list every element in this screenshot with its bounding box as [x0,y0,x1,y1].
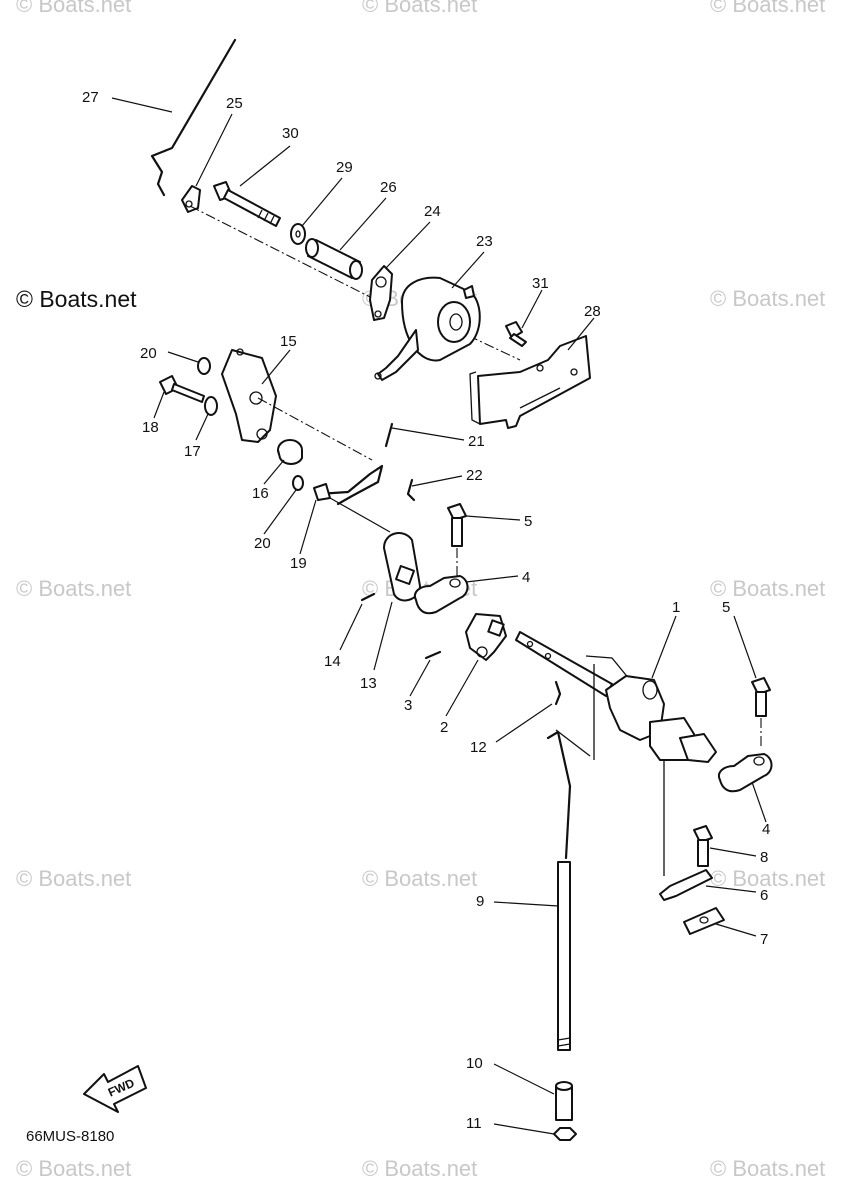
callout-15: 15 [280,333,297,350]
callout-8: 8 [760,849,768,866]
part-19-crank [313,464,384,506]
part-8-bolt [693,825,713,867]
watermark: © Boats.net [362,0,478,17]
callout-20: 20 [140,345,157,362]
part-14-pin [360,592,376,602]
part-21-pin [384,422,394,448]
callout-22: 22 [466,467,483,484]
part-18-bolt [159,375,205,403]
watermark: © Boats.net [16,0,132,17]
callout-29: 29 [336,159,353,176]
assembly-axis-line [257,397,373,461]
part-26-collar [305,238,363,280]
assembly-axis-line [555,729,591,757]
callout-20: 20 [254,535,271,552]
callout-31: 31 [532,275,549,292]
watermark: © Boats.net [16,1156,132,1181]
watermark: © Boats.net [362,1156,478,1181]
callout-21: 21 [468,433,485,450]
callout-30: 30 [282,125,299,142]
part-6-plate [659,869,713,901]
callout-23: 23 [476,233,493,250]
part-24-lever [369,265,393,321]
part-10-sleeve [555,1081,573,1121]
assembly-axis-line [451,327,521,361]
part-4-clamp [718,753,773,793]
part-29-washer [290,223,306,245]
part-3-pin [424,650,442,660]
callout-18: 18 [142,419,159,436]
callout-2: 2 [440,719,448,736]
part-5-bolt [447,503,467,547]
fwd-arrow-icon: FWD [83,1065,147,1113]
callout-16: 16 [252,485,269,502]
part-9-rod [546,730,572,1051]
leader-lines [111,97,767,1135]
part-15-bracket [221,348,277,443]
part-13-lever [383,532,421,602]
part-11-nut [553,1127,577,1141]
callout-4: 4 [762,821,770,838]
watermark: © Boats.net [16,576,132,601]
callout-26: 26 [380,179,397,196]
part-28-bracket [469,335,591,429]
callout-9: 9 [476,893,484,910]
callout-13: 13 [360,675,377,692]
watermark: © Boats.net [710,286,826,311]
part-16-bushing [277,439,303,465]
part-23-cam [374,276,481,381]
part-4-clamp [414,575,469,615]
callout-1: 1 [672,599,680,616]
watermark: © Boats.net [710,866,826,891]
diagram-code: 66MUS-8180 [26,1128,115,1145]
callout-6: 6 [760,887,768,904]
part-30-bolt [213,181,281,227]
watermark: © Boats.net [362,866,478,891]
part-7-plate [683,907,725,935]
assembly-axis-line [189,205,381,303]
callout-11: 11 [466,1115,482,1132]
part-20-washer [197,357,211,375]
callout-17: 17 [184,443,201,460]
callout-19: 19 [290,555,307,572]
callout-14: 14 [324,653,341,670]
callout-25: 25 [226,95,243,112]
part-20-washer [292,475,304,491]
watermark: © Boats.net [710,1156,826,1181]
callout-7: 7 [760,931,768,948]
part-17-washer [204,396,218,416]
part-12-clip [554,680,562,706]
part-27-rod [150,38,237,197]
callout-24: 24 [424,203,441,220]
part-31-bolt [505,321,527,347]
callout-28: 28 [584,303,601,320]
callout-5: 5 [524,513,532,530]
part-22-clip [406,478,416,502]
part-5-bolt [751,677,771,717]
watermark: © Boats.net [16,866,132,891]
watermark: © Boats.net [16,286,137,312]
callout-4: 4 [522,569,530,586]
part-2-clamp [465,613,507,661]
callout-12: 12 [470,739,487,756]
callout-3: 3 [404,697,412,714]
assembly-axis-line [329,497,391,533]
part-1-shaft [515,631,717,763]
part-25-link [181,185,201,213]
watermark: © Boats.net [710,576,826,601]
callout-10: 10 [466,1055,483,1072]
callout-5: 5 [722,599,730,616]
watermark: © Boats.net [710,0,826,17]
callout-27: 27 [82,89,99,106]
